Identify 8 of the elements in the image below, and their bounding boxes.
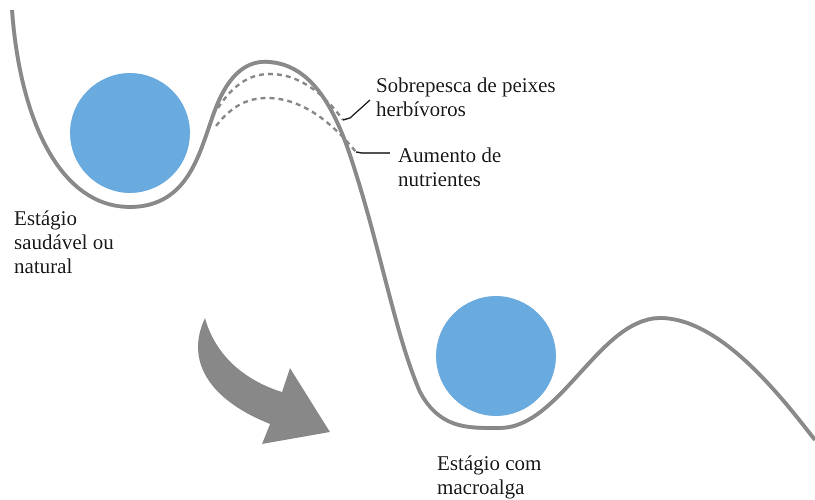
leader-line bbox=[356, 151, 390, 154]
state-label: Estágio saudável ou natural bbox=[14, 206, 114, 278]
dashed-curve bbox=[215, 96, 357, 153]
leader-line bbox=[342, 99, 370, 121]
callout-text: Aumento de nutrientes bbox=[398, 143, 568, 191]
callout-text: Sobrepesca de peixes herbívoros bbox=[376, 73, 576, 121]
state-label: Estágio com macroalga bbox=[437, 451, 542, 499]
dashed-curve bbox=[216, 72, 344, 121]
